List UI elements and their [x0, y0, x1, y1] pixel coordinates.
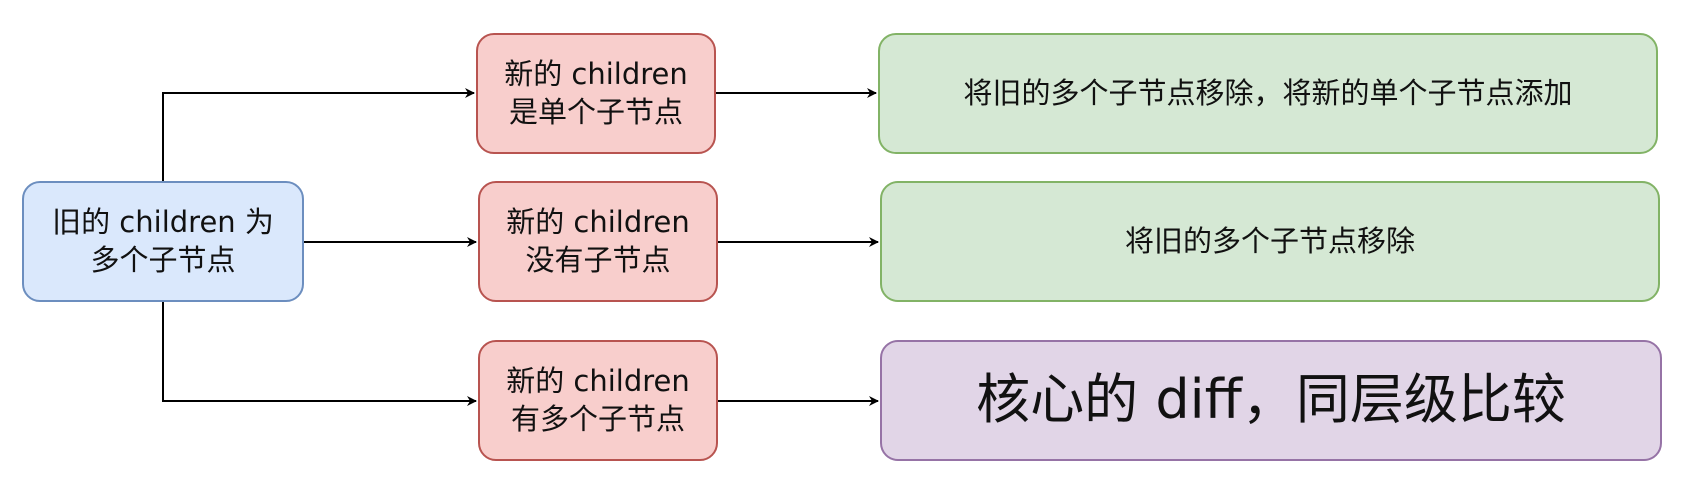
condition-node-line2: 有多个子节点 [510, 401, 685, 436]
action-node-label: 将旧的多个子节点移除 [1124, 223, 1415, 258]
condition-node-line1: 新的 children [506, 204, 690, 239]
action-node-label: 将旧的多个子节点移除，将新的单个子节点添加 [963, 75, 1573, 110]
condition-node-line2: 没有子节点 [525, 242, 671, 277]
condition-node-line1: 新的 children [504, 56, 688, 91]
root-node-line2: 多个子节点 [90, 242, 236, 277]
action-node-remove-and-add: 将旧的多个子节点移除，将新的单个子节点添加 [878, 33, 1658, 154]
root-node-line1: 旧的 children 为 [52, 204, 274, 239]
condition-node-single-child: 新的 children 是单个子节点 [476, 33, 716, 154]
edge-root-to-case3 [162, 302, 477, 406]
root-node: 旧的 children 为 多个子节点 [22, 181, 304, 302]
edge-root-to-case1 [162, 88, 475, 181]
action-node-label: 核心的 diff，同层级比较 [976, 368, 1566, 432]
action-node-remove: 将旧的多个子节点移除 [880, 181, 1660, 302]
action-node-core-diff: 核心的 diff，同层级比较 [880, 340, 1662, 461]
condition-node-line1: 新的 children [506, 363, 690, 398]
condition-node-line2: 是单个子节点 [508, 94, 683, 129]
condition-node-multiple-children: 新的 children 有多个子节点 [478, 340, 718, 461]
condition-node-no-children: 新的 children 没有子节点 [478, 181, 718, 302]
